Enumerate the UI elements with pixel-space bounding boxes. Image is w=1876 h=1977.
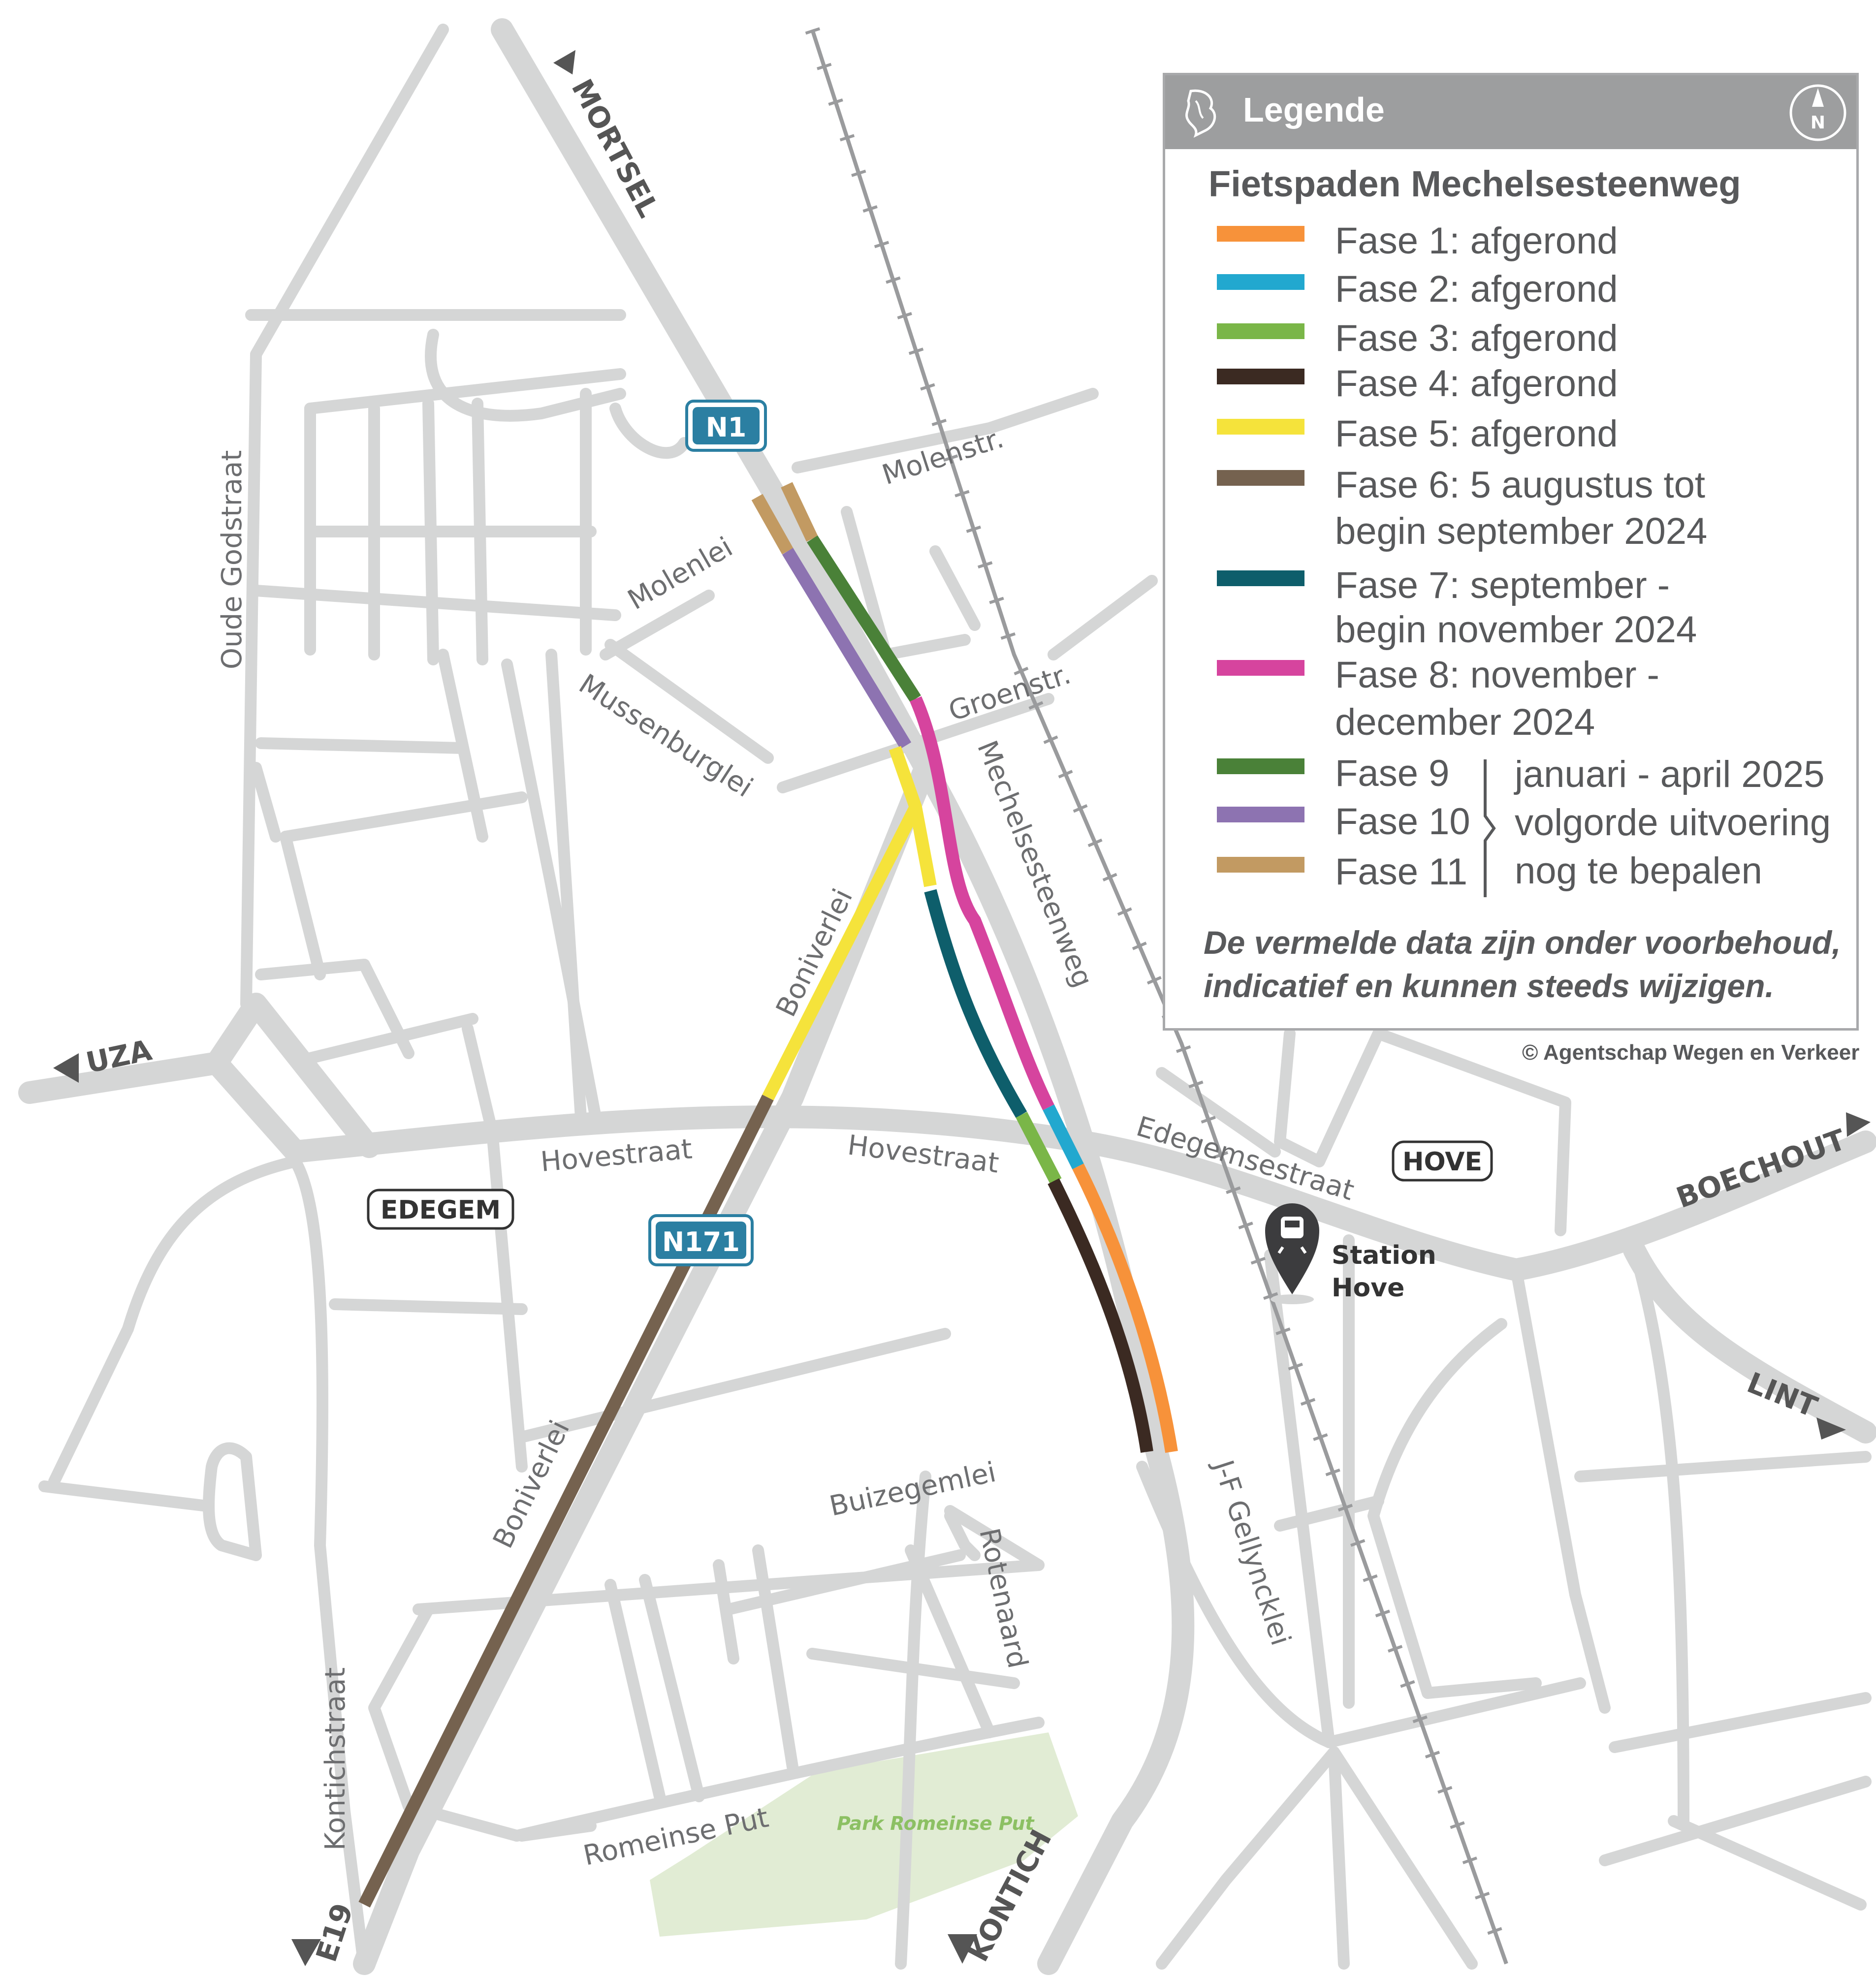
- legend-disclaimer-line1: De vermelde data zijn onder voorbehoud,: [1204, 924, 1841, 961]
- route-badge-n171-label: N171: [662, 1226, 740, 1257]
- phase-10-segment: [782, 548, 912, 749]
- route-badge-n1-label: N1: [706, 412, 747, 443]
- train-station-pin-icon: [1265, 1203, 1319, 1304]
- legend-group-note-line2: volgorde uitvoering: [1515, 802, 1831, 844]
- legend-label-fase-4: Fase 4: afgerond: [1335, 363, 1618, 405]
- legend-label-fase-6-line2: begin september 2024: [1335, 510, 1708, 552]
- station-label-line2: Hove: [1332, 1273, 1404, 1303]
- legend-swatch-fase-6: [1217, 470, 1304, 486]
- legend-label-fase-5: Fase 5: afgerond: [1335, 413, 1618, 455]
- legend-group-note-line1: januari - april 2025: [1515, 753, 1825, 795]
- legend-label-fase-8: Fase 8: november -: [1335, 654, 1659, 696]
- legend-label-fase-8-line2: december 2024: [1335, 701, 1595, 743]
- park-label: Park Romeinse Put: [837, 1813, 1035, 1834]
- legend-swatch-fase-5: [1217, 419, 1304, 435]
- legend-title: Legende: [1243, 91, 1385, 129]
- street-kontichstraat: Kontichstraat: [319, 1667, 351, 1851]
- legend-swatch-fase-4: [1217, 369, 1304, 384]
- legend-label-fase-2: Fase 2: afgerond: [1335, 268, 1618, 310]
- legend-swatch-fase-11: [1217, 857, 1304, 873]
- place-hove: HOVE: [1392, 1140, 1493, 1182]
- phase-4-segment: [1048, 1178, 1153, 1453]
- legend-swatch-fase-9: [1217, 758, 1304, 774]
- street-hovestraat-west: Hovestraat: [540, 1133, 694, 1178]
- legend-group-note-line3: nog te bepalen: [1515, 850, 1762, 892]
- legend-label-fase-11: Fase 11: [1335, 851, 1467, 893]
- phase-8-segment: [910, 696, 1054, 1110]
- major-roads: [18, 18, 1876, 1975]
- legend-disclaimer-line2: indicatief en kunnen steeds wijzigen.: [1204, 968, 1774, 1004]
- phase-1-segment: [1072, 1163, 1178, 1453]
- direction-e19: E19: [291, 1899, 360, 1966]
- legend-swatch-fase-7: [1217, 570, 1304, 586]
- copyright-notice: © Agentschap Wegen en Verkeer: [1522, 1040, 1860, 1065]
- bike-path-phases: [358, 482, 1178, 1908]
- phase-3-segment: [1016, 1112, 1062, 1184]
- street-rotenaard: Rotenaard: [973, 1525, 1034, 1671]
- compass-north-letter: N: [1811, 113, 1825, 133]
- legend-swatch-fase-10: [1217, 807, 1304, 822]
- phase-11-segment-east: [781, 482, 818, 542]
- legend-header: Legende N: [1165, 75, 1856, 149]
- route-badge-n1: N1: [685, 400, 767, 452]
- phase-2-segment: [1043, 1104, 1084, 1169]
- street-molenlei: Molenlei: [623, 531, 738, 616]
- legend-panel: Legende N Fietspaden Mechelsesteenweg Fa…: [1163, 73, 1859, 1031]
- phase-5-segment-boniverlei: [762, 804, 922, 1100]
- legend-label-fase-9: Fase 9: [1335, 753, 1450, 794]
- compass-north-icon: N: [1789, 84, 1846, 141]
- route-badge-n171: N171: [648, 1214, 754, 1266]
- phase-9-segment: [807, 535, 921, 703]
- legend-label-fase-6: Fase 6: 5 augustus tot: [1335, 464, 1706, 506]
- phase-7-segment: [924, 889, 1027, 1118]
- railway: [805, 27, 1514, 1966]
- legend-subtitle: Fietspaden Mechelsesteenweg: [1208, 163, 1741, 204]
- legend-label-fase-3: Fase 3: afgerond: [1335, 317, 1618, 359]
- legend-label-fase-10: Fase 10: [1335, 801, 1470, 843]
- direction-e19-label: E19: [310, 1899, 360, 1966]
- park-romeinse-put: [650, 1732, 1078, 1937]
- legend-swatch-fase-3: [1217, 323, 1304, 339]
- legend-group-note: januari - april 2025 volgorde uitvoering…: [1515, 751, 1831, 895]
- place-edegem-label: EDEGEM: [381, 1195, 501, 1225]
- legend-disclaimer: De vermelde data zijn onder voorbehoud, …: [1204, 921, 1841, 1007]
- legend-label-fase-1: Fase 1: afgerond: [1335, 220, 1618, 262]
- station-label-line1: Station: [1332, 1241, 1436, 1270]
- legend-swatch-fase-2: [1217, 274, 1304, 290]
- legend-label-fase-7: Fase 7: september -: [1335, 565, 1670, 606]
- street-buizegemlei: Buizegemlei: [827, 1456, 998, 1523]
- flemish-lion-logo: [1185, 89, 1216, 138]
- place-edegem: EDEGEM: [367, 1189, 514, 1230]
- legend-swatch-fase-1: [1217, 226, 1304, 242]
- legend-swatch-fase-8: [1217, 660, 1304, 676]
- place-hove-label: HOVE: [1402, 1147, 1482, 1177]
- street-oude-godstraat: Oude Godstraat: [216, 450, 248, 669]
- legend-label-fase-7-line2: begin november 2024: [1335, 609, 1697, 651]
- phase-11-segment-west: [751, 494, 794, 555]
- legend-brace: [1484, 759, 1496, 897]
